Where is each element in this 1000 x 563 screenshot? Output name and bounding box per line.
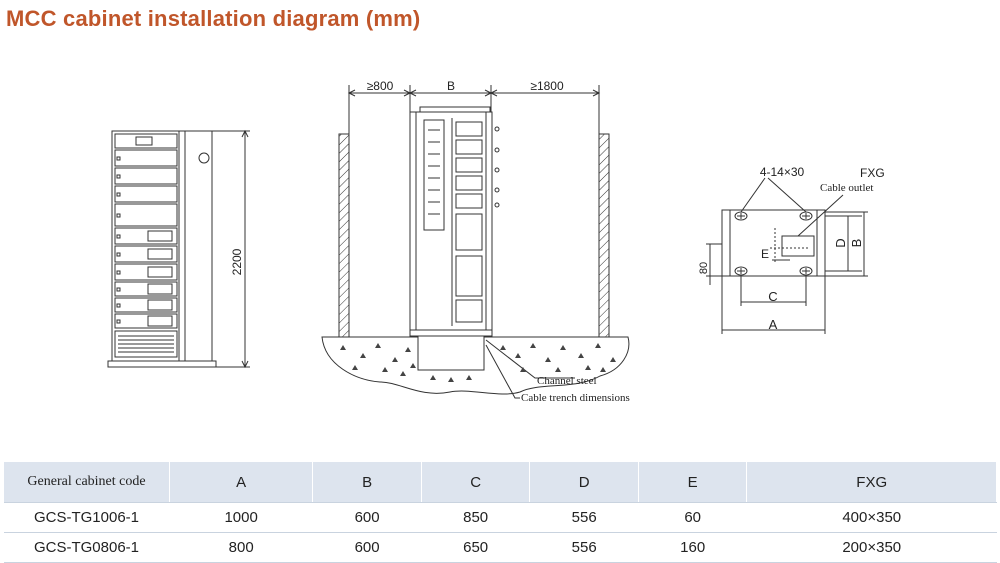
cell-code: GCS-TG0806-1 [4, 532, 170, 563]
plan-outline [721, 209, 826, 277]
dim-80-label: 80 [698, 262, 710, 274]
dim-e-label: E [761, 247, 769, 261]
side-internal-units [423, 119, 500, 323]
channel-steel [409, 329, 493, 337]
table-row: GCS-TG0806-1 800 600 650 556 160 200×350 [4, 532, 997, 563]
table-row: GCS-TG1006-1 1000 600 850 556 60 400×350 [4, 502, 997, 533]
cell-c: 850 [421, 502, 531, 533]
cell-a: 800 [169, 532, 314, 563]
side-view [321, 85, 630, 399]
front-view [107, 129, 250, 369]
table-header-row: General cabinet code A B C D E FXG [4, 462, 997, 503]
col-header-d: D [529, 462, 639, 503]
col-header-a: A [169, 462, 314, 503]
cell-code: GCS-TG1006-1 [4, 502, 170, 533]
fxg-label: FXG [860, 166, 885, 180]
dim-b-label: B [849, 239, 864, 248]
col-header-fxg: FXG [746, 462, 997, 503]
trench-label: Cable trench dimensions [521, 392, 630, 404]
cell-d: 556 [529, 502, 639, 533]
right-clearance-label: ≥1800 [530, 79, 564, 93]
left-wall [338, 133, 350, 338]
plan-view [706, 177, 868, 334]
cell-b: 600 [312, 532, 422, 563]
dimension-table: General cabinet code A B C D E FXG GCS-T… [4, 462, 997, 563]
holes-label: 4-14×30 [760, 165, 805, 179]
width-b-label: B [447, 79, 455, 93]
cell-d: 556 [529, 532, 639, 563]
cell-a: 1000 [169, 502, 314, 533]
cell-fxg: 200×350 [746, 532, 997, 563]
cabinet-side-body [409, 111, 493, 331]
cell-e: 60 [638, 502, 748, 533]
installation-diagram: 2200 [107, 79, 885, 404]
cell-fxg: 400×350 [746, 502, 997, 533]
ground-aggregate [340, 343, 616, 382]
front-drawers [114, 133, 178, 358]
page-title: MCC cabinet installation diagram (mm) [6, 6, 421, 31]
dim-a-label: A [769, 317, 778, 332]
cell-b: 600 [312, 502, 422, 533]
channel-steel-label: Channel steel [537, 375, 597, 387]
col-header-b: B [312, 462, 422, 503]
dim-d-label: D [833, 238, 848, 247]
cable-outlet [781, 235, 815, 257]
cell-e: 160 [638, 532, 748, 563]
cable-outlet-label: Cable outlet [820, 182, 873, 194]
col-header-c: C [421, 462, 531, 503]
cell-c: 650 [421, 532, 531, 563]
front-indicator-lamp [198, 152, 210, 164]
dim-height-label: 2200 [230, 248, 244, 275]
foundation-ground [321, 336, 630, 395]
left-clearance-label: ≥800 [367, 79, 394, 93]
right-wall [598, 133, 610, 338]
col-header-code: General cabinet code [4, 462, 170, 503]
dim-c-label: C [768, 289, 777, 304]
col-header-e: E [638, 462, 748, 503]
